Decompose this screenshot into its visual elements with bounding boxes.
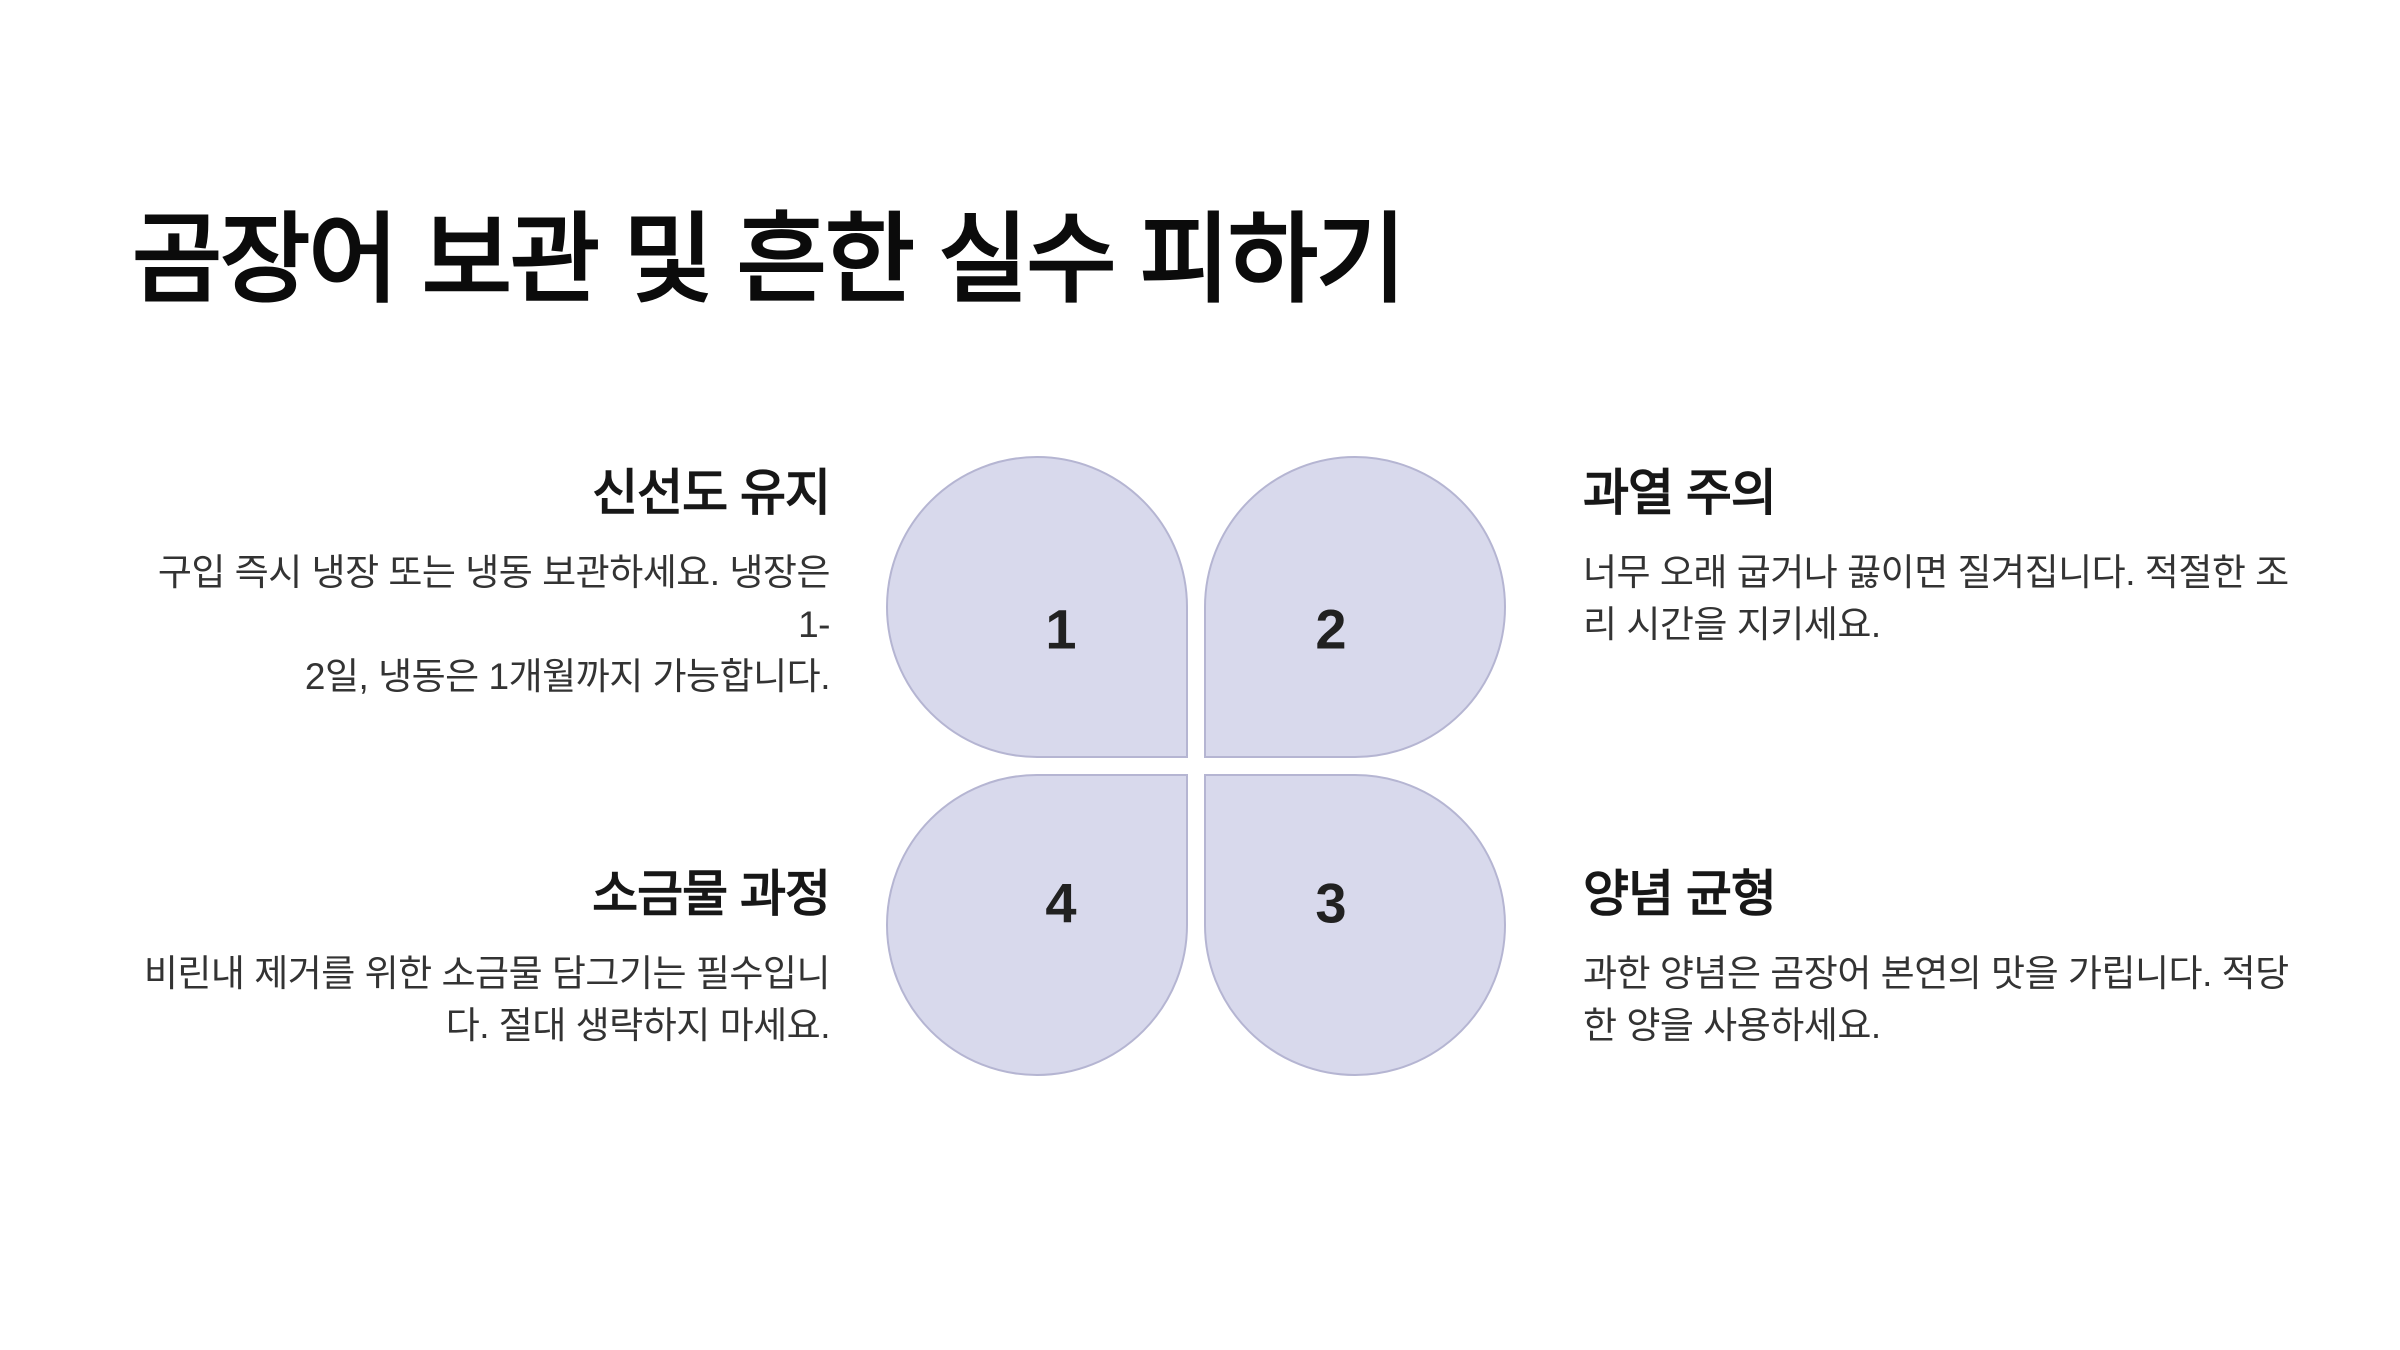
section-overheat: 과열 주의 너무 오래 굽거나 끓이면 질겨집니다. 적절한 조 리 시간을 지…	[1583, 463, 2303, 651]
petal-3: 3	[1204, 774, 1506, 1076]
petal-4-number: 4	[1045, 871, 1077, 935]
section-brine: 소금물 과정 비린내 제거를 위한 소금물 담그기는 필수입니 다. 절대 생략…	[130, 864, 831, 1052]
section-heading-freshness: 신선도 유지	[592, 465, 831, 521]
section-freshness: 신선도 유지 구입 즉시 냉장 또는 냉동 보관하세요. 냉장은 1- 2일, …	[130, 463, 831, 703]
petal-1-number: 1	[1045, 597, 1077, 661]
petal-3-number: 3	[1315, 871, 1347, 935]
slide-title: 곰장어 보관 및 흔한 실수 피하기	[132, 204, 1406, 314]
section-body-overheat: 너무 오래 굽거나 끓이면 질겨집니다. 적절한 조 리 시간을 지키세요.	[1583, 552, 2289, 645]
section-heading-seasoning: 양념 균형	[1583, 866, 1777, 922]
section-body-freshness: 구입 즉시 냉장 또는 냉동 보관하세요. 냉장은 1- 2일, 냉동은 1개월…	[157, 552, 831, 697]
petal-1: 1	[886, 456, 1188, 758]
clover-diagram: 1 2 4 3	[886, 456, 1506, 1076]
petal-2-number: 2	[1315, 597, 1347, 661]
petal-4: 4	[886, 774, 1188, 1076]
petal-2: 2	[1204, 456, 1506, 758]
section-body-brine: 비린내 제거를 위한 소금물 담그기는 필수입니 다. 절대 생략하지 마세요.	[143, 953, 831, 1046]
section-seasoning: 양념 균형 과한 양념은 곰장어 본연의 맛을 가립니다. 적당 한 양을 사용…	[1583, 864, 2303, 1052]
section-heading-brine: 소금물 과정	[592, 866, 831, 922]
section-body-seasoning: 과한 양념은 곰장어 본연의 맛을 가립니다. 적당 한 양을 사용하세요.	[1583, 953, 2289, 1046]
section-heading-overheat: 과열 주의	[1583, 465, 1777, 521]
